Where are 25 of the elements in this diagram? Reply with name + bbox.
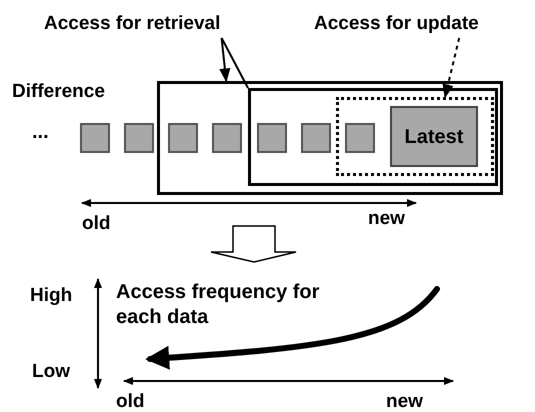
- data-square: [301, 123, 331, 153]
- axis-label: Low: [32, 360, 71, 384]
- data-square: [80, 123, 110, 153]
- chart-title: Access frequency for each data: [116, 280, 320, 330]
- leader-line: [219, 38, 230, 82]
- axis-label: old: [82, 212, 112, 236]
- axis-label: High: [30, 284, 74, 308]
- row-label: Difference: [12, 80, 106, 104]
- leader-line: [442, 38, 460, 98]
- frame-box: [157, 81, 503, 195]
- ellipsis: ...: [32, 120, 50, 145]
- axis-label: new: [368, 207, 406, 231]
- frame-box: [248, 88, 498, 186]
- dotted-frame: [336, 97, 494, 176]
- data-square: [257, 123, 287, 153]
- axis-label: new: [386, 390, 424, 412]
- callout-label: Access for retrieval: [44, 10, 284, 38]
- data-square: [345, 123, 375, 153]
- callout-label: Access for update: [314, 10, 534, 38]
- data-square: [212, 123, 242, 153]
- data-square: [124, 123, 154, 153]
- leader-line: [220, 38, 249, 88]
- axis-label: old: [116, 390, 146, 412]
- data-box: Latest: [390, 106, 478, 167]
- data-square: [168, 123, 198, 153]
